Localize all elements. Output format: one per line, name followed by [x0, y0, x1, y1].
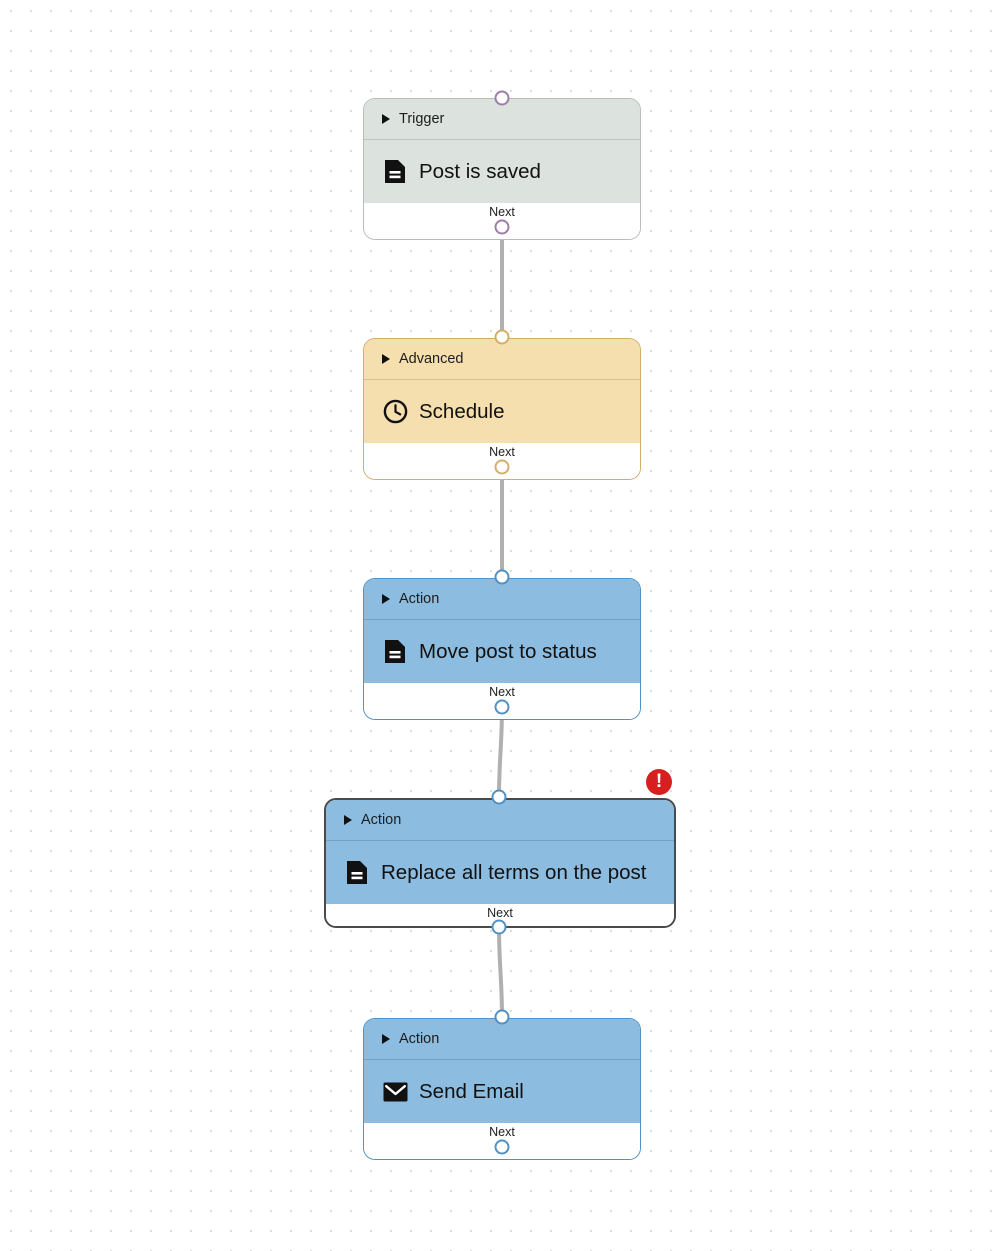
edge-move-post-to-replace-terms[interactable]	[497, 705, 504, 799]
node-body[interactable]: Schedule	[364, 380, 640, 443]
node-title: Schedule	[419, 399, 505, 423]
node-next-label: Next	[489, 685, 515, 699]
node-next-footer[interactable]: Next	[326, 904, 674, 926]
port-advanced-in[interactable]	[494, 329, 510, 345]
node-category-label: Action	[361, 812, 402, 828]
node-body[interactable]: Send Email	[364, 1060, 640, 1123]
caret-right-icon[interactable]	[382, 114, 390, 124]
port-send-email-out[interactable]	[494, 1139, 510, 1155]
node-header[interactable]: Action	[364, 579, 640, 620]
edge-replace-terms-to-send-email[interactable]	[497, 925, 504, 1019]
node-category-label: Trigger	[399, 111, 445, 127]
port-move-post-out[interactable]	[494, 699, 510, 715]
exclamation-icon: !	[655, 771, 663, 792]
node-next-label: Next	[489, 205, 515, 219]
document-icon	[344, 860, 370, 886]
node-header[interactable]: Trigger	[364, 99, 640, 140]
error-badge[interactable]: !	[646, 769, 672, 795]
port-replace-terms-in[interactable]	[491, 789, 507, 805]
node-title: Send Email	[419, 1079, 524, 1103]
document-icon	[382, 639, 408, 665]
caret-right-icon[interactable]	[382, 354, 390, 364]
clock-icon	[382, 399, 408, 425]
node-title: Post is saved	[419, 159, 541, 183]
node-body[interactable]: Replace all terms on the post	[326, 841, 674, 904]
node-next-label: Next	[489, 1125, 515, 1139]
node-next-label: Next	[487, 906, 513, 920]
node-next-label: Next	[489, 445, 515, 459]
port-trigger-out[interactable]	[494, 219, 510, 235]
node-body[interactable]: Move post to status	[364, 620, 640, 683]
node-header[interactable]: Action	[326, 800, 674, 841]
caret-right-icon[interactable]	[344, 815, 352, 825]
port-send-email-in[interactable]	[494, 1009, 510, 1025]
port-move-post-in[interactable]	[494, 569, 510, 585]
node-title: Replace all terms on the post	[381, 860, 647, 884]
node-category-label: Advanced	[399, 351, 464, 367]
port-trigger-in[interactable]	[494, 90, 510, 106]
node-body[interactable]: Post is saved	[364, 140, 640, 203]
node-category-label: Action	[399, 591, 440, 607]
caret-right-icon[interactable]	[382, 1034, 390, 1044]
port-replace-terms-out[interactable]	[491, 919, 507, 935]
caret-right-icon[interactable]	[382, 594, 390, 604]
node-category-label: Action	[399, 1031, 440, 1047]
port-advanced-out[interactable]	[494, 459, 510, 475]
node-header[interactable]: Advanced	[364, 339, 640, 380]
node-header[interactable]: Action	[364, 1019, 640, 1060]
node-title: Move post to status	[419, 639, 597, 663]
envelope-icon	[382, 1079, 408, 1105]
document-icon	[382, 159, 408, 185]
